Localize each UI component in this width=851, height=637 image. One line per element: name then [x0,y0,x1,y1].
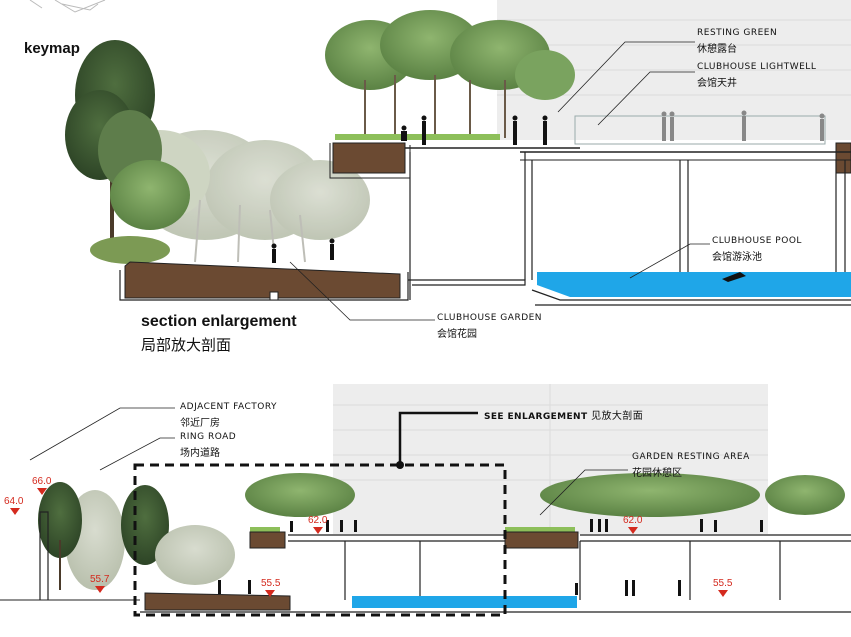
see-enlargement-en: SEE ENLARGEMENT [484,412,588,422]
elevation-label: 55.7 [90,574,110,585]
enlargement-frame [133,463,507,617]
large-tree [65,40,190,264]
elevation-label: 66.0 [32,476,52,487]
section-title-cn: 局部放大剖面 [141,336,232,354]
garden-soil [124,261,401,299]
garden-resting-label-en: GARDEN RESTING AREA [632,452,750,462]
keymap-label: keymap [24,40,80,57]
ring-road-label-en: RING ROAD [180,432,237,442]
lower-trees [38,473,845,590]
garden-resting-label-cn: 花园休憩区 [632,468,682,479]
see-enlargement-cn: 见放大剖面 [591,411,644,422]
garden-label-cn: 会馆花园 [437,329,477,340]
planter-box [332,142,406,174]
lower-section [0,384,851,617]
lightwell-label-en: CLUBHOUSE LIGHTWELL [697,62,817,72]
elevation-label: 64.0 [4,496,24,507]
see-enlargement-label: SEE ENLARGEMENT 见放大剖面 [484,407,643,422]
garden-label-en: CLUBHOUSE GARDEN [437,313,543,323]
elevation-label: 55.5 [261,578,281,589]
elevation-markers [10,488,728,597]
elevation-label: 55.5 [713,578,733,589]
section-title-en: section enlargement [141,313,297,330]
roof-trees [325,10,575,140]
pool-label-cn: 会馆游泳池 [712,252,762,263]
pool-label-en: CLUBHOUSE POOL [712,236,802,246]
keymap-thumbnail [29,0,106,13]
pool-water [537,272,851,297]
lower-pool-water [352,596,577,608]
resting-green-label-en: RESTING GREEN [697,28,778,38]
factory-label-en: ADJACENT FACTORY [180,402,278,412]
lightwell-label-cn: 会馆天井 [697,78,737,89]
ring-road-label-cn: 场内道路 [180,448,220,459]
elevation-label: 62.0 [623,515,643,526]
elevation-label: 62.0 [308,515,328,526]
resting-green-label-cn: 休憩露台 [697,44,737,55]
factory-label-cn: 邻近厂房 [180,418,220,429]
people [271,110,825,282]
upper-section [29,0,851,321]
